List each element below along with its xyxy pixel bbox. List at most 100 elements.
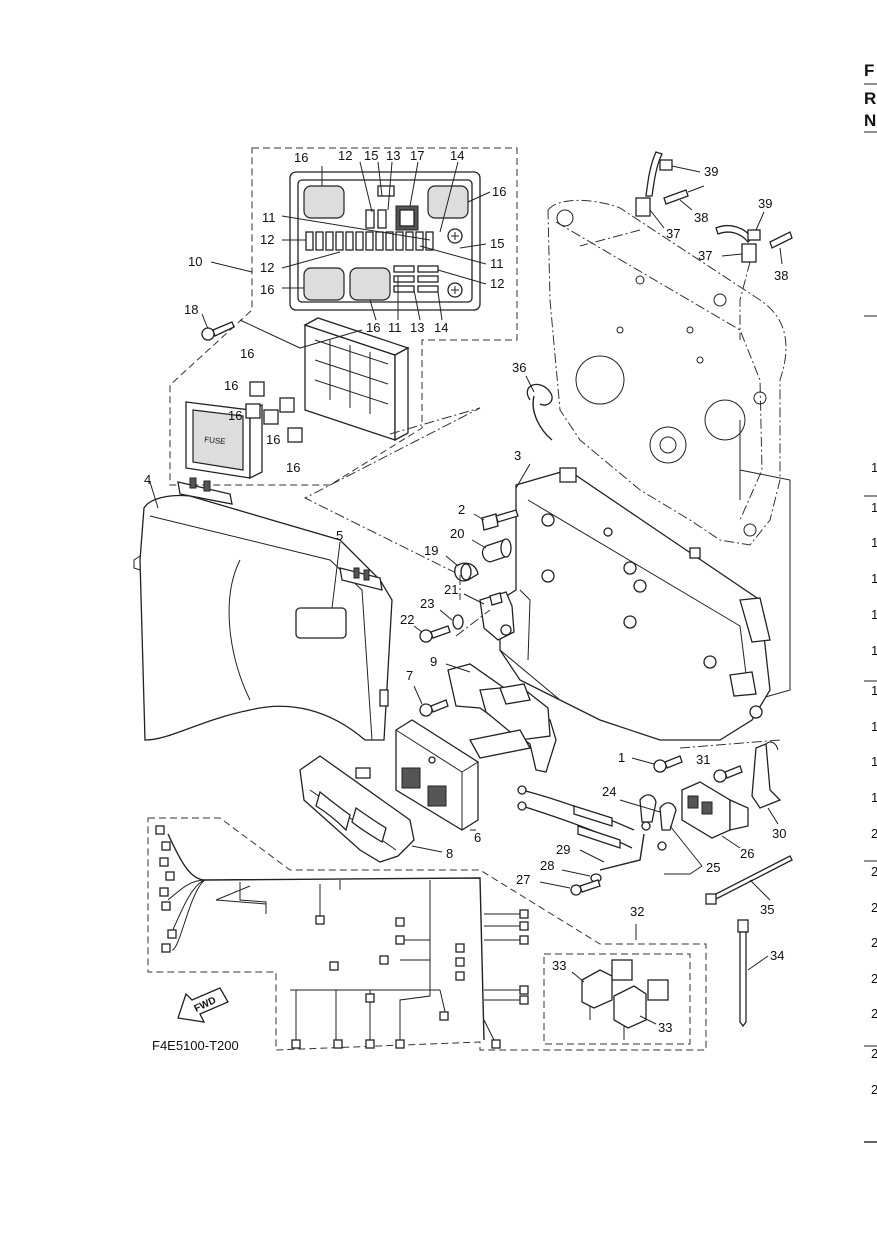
drawing-code: F4E5100-T200 [152,1038,239,1053]
bracket-9: 9 [430,654,557,773]
callout-5: 5 [336,528,343,543]
bolt-7: 7 [406,668,449,717]
cover-4: 4 5 [133,472,393,741]
callout-29: 29 [556,842,570,857]
edge-number: 1 [871,571,877,586]
small-parts: 2 20 19 21 23 22 [400,502,519,643]
callout-11: 11 [388,320,402,335]
wire-harness: 32 [147,817,707,1051]
callout-19: 19 [424,543,438,558]
callout-12: 12 [490,276,504,291]
edge-number: 1 [871,460,877,475]
header-letter-n: N [864,111,876,130]
clamp-36: 36 [512,360,553,441]
harness-connectors [155,825,529,1049]
callout-17: 17 [410,148,424,163]
callout-16: 16 [228,408,242,423]
bolt-1: 1 [618,750,683,773]
ecu-6: 6 [395,719,481,845]
callout-33: 33 [552,958,566,973]
edge-number: 2 [871,1082,877,1097]
battery-cables: 24 25 29 28 27 [516,784,720,896]
right-edge-column: F R N 1 1 1 1 1 1 1 1 1 1 2 2 2 2 2 2 2 … [864,61,877,1143]
callout-24: 24 [602,784,616,799]
callout-14: 14 [450,148,464,163]
edge-number: 1 [871,719,877,734]
bolt-18 [201,321,235,341]
fwd-arrow: FWD [177,987,229,1023]
edge-number: 1 [871,535,877,550]
edge-number: 1 [871,643,877,658]
edge-number: 1 [871,683,877,698]
callout-33: 33 [658,1020,672,1035]
callout-15: 15 [490,236,504,251]
fuse-lid-label: FUSE [204,435,226,446]
callout-16: 16 [260,282,274,297]
callout-35: 35 [760,902,774,917]
callout-2: 2 [458,502,465,517]
callout-21: 21 [444,582,458,597]
callout-32: 32 [630,904,644,919]
edge-number: 2 [871,864,877,879]
callout-16: 16 [294,150,308,165]
callout-26: 26 [740,846,754,861]
edge-number: 2 [871,971,877,986]
callout-9: 9 [430,654,437,669]
callout-10: 10 [188,254,202,269]
edge-number: 2 [871,1006,877,1021]
callout-12: 12 [338,148,352,163]
edge-number: 2 [871,1046,877,1061]
callout-3: 3 [514,448,521,463]
callout-34: 34 [770,948,784,963]
callout-16: 16 [266,432,280,447]
callout-15: 15 [364,148,378,163]
tie-holder-group: 39 37 38 39 37 38 [579,151,793,340]
mount-8: 8 [299,755,453,863]
callout-20: 20 [450,526,464,541]
callout-14: 14 [434,320,448,335]
relay-26: 26 [681,781,754,861]
header-letter-r: R [864,89,876,108]
callout-38: 38 [694,210,708,225]
callout-18: 18 [184,302,198,317]
callout-22: 22 [400,612,414,627]
callout-4: 4 [144,472,151,487]
callout-30: 30 [772,826,786,841]
callout-37: 37 [666,226,680,241]
callout-16: 16 [240,346,254,361]
callout-7: 7 [406,668,413,683]
callout-6: 6 [474,830,481,845]
callout-16: 16 [224,378,238,393]
callout-13: 13 [410,320,424,335]
callout-8: 8 [446,846,453,861]
header-letter-f: F [864,61,874,80]
callout-1: 1 [618,750,625,765]
callout-39: 39 [758,196,772,211]
callout-16: 16 [286,460,300,475]
edge-number: 2 [871,826,877,841]
callout-31: 31 [696,752,710,767]
edge-number: 2 [871,900,877,915]
cable-ties: 35 34 [705,855,793,1028]
fuse-box-detail: FUSE [169,147,518,486]
fuse-box-callouts: 16 12 15 13 17 14 16 11 12 15 10 12 11 1… [184,148,506,475]
callout-37: 37 [698,248,712,263]
callout-16: 16 [366,320,380,335]
callout-36: 36 [512,360,526,375]
callout-12: 12 [260,232,274,247]
bracket-30: 31 30 [696,741,786,841]
edge-number: 1 [871,500,877,515]
engine-plate [547,199,791,701]
terminal-cover-group: 33 33 [543,953,691,1045]
callout-13: 13 [386,148,400,163]
edge-number: 1 [871,790,877,805]
callout-39: 39 [704,164,718,179]
callout-23: 23 [420,596,434,611]
callout-12: 12 [260,260,274,275]
callout-27: 27 [516,872,530,887]
bracket-plate-3: 3 [499,448,781,749]
callout-28: 28 [540,858,554,873]
edge-number: 1 [871,607,877,622]
callout-11: 11 [490,256,504,271]
